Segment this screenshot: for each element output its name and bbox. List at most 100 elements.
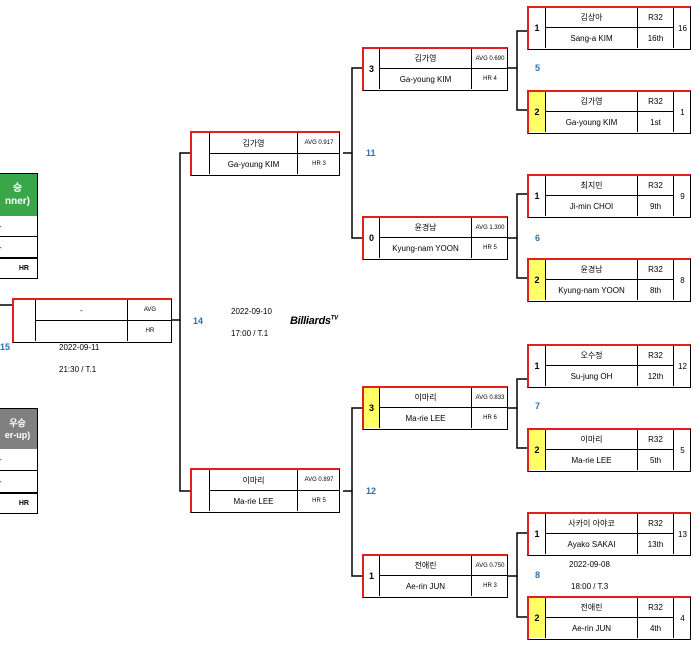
r32-round: R32	[638, 176, 674, 196]
r16-name-kr-4: 전애린	[380, 556, 472, 576]
winner-header: 승 nner)	[0, 174, 37, 216]
semi-time: 17:00 / T.1	[231, 329, 269, 338]
r32-score: 1	[529, 346, 546, 386]
qf-hr-top: HR 3	[312, 161, 326, 167]
r32-name-en: Ma-rie LEE	[546, 450, 638, 470]
r32-name-kr: 전애린	[546, 598, 638, 618]
r16-card-1: 3 김가영 AVG 0.690 Ga-young KIM HR 4	[362, 47, 508, 91]
r32-name-en: Su-jung OH	[546, 366, 638, 386]
semi-name: -	[36, 300, 128, 321]
qf-name-en-bottom: Ma-rie LEE	[210, 491, 298, 511]
runnerup-name-en: -	[0, 471, 37, 493]
r32-rank: 13th	[638, 534, 674, 554]
r16-hr-3: HR 6	[483, 415, 497, 421]
r32-rank: 4th	[638, 618, 674, 638]
winner-name-en: -	[0, 237, 37, 258]
r32-score: 1	[529, 176, 546, 216]
r16-name-kr-2: 윤경남	[380, 218, 472, 238]
r32-score: 2	[529, 260, 546, 300]
r32-name-en: Ayako SAKAI	[546, 534, 638, 554]
winner-hr: HR	[0, 258, 37, 278]
r32-seed: 1	[680, 107, 685, 117]
r32-score: 1	[529, 8, 546, 48]
r32-round: R32	[638, 8, 674, 28]
r16-hr-4: HR 3	[483, 583, 497, 589]
r32-name-en: Kyung-nam YOON	[546, 280, 638, 300]
qf-match-number-bottom: 12	[366, 486, 377, 496]
r32-name-kr: 김상아	[546, 8, 638, 28]
runnerup-title-kr: 우승	[9, 418, 26, 428]
runnerup-header: 우승 er-up)	[0, 409, 37, 449]
final-match-number: 15	[0, 342, 11, 352]
r32-match-number-7: 7	[535, 401, 541, 411]
r32-name-en: Ae-rin JUN	[546, 618, 638, 638]
final-time: 21:30 / T.1	[59, 365, 97, 374]
winner-name-kr: -	[0, 216, 37, 237]
r16-score-1: 3	[364, 49, 380, 89]
r32-seed: 5	[680, 445, 685, 455]
r32-round: R32	[638, 514, 674, 534]
r32-seed: 16	[678, 23, 687, 33]
r16-avg-1: AVG 0.690	[472, 49, 508, 69]
r32-match-number-6: 6	[535, 233, 541, 243]
r16-avg-2: AVG 1.300	[472, 218, 508, 238]
r16-hr-2: HR 5	[483, 245, 497, 251]
r16-name-kr-3: 이마리	[380, 388, 472, 408]
r16-avg-4: AVG 0.750	[472, 556, 508, 576]
r16-avg-3: AVG 0.833	[472, 388, 508, 408]
r16-name-kr-1: 김가영	[380, 49, 472, 69]
r16-name-en-3: Ma-rie LEE	[380, 408, 472, 428]
r16-hr-1: HR 4	[483, 76, 497, 82]
r32-rank: 5th	[638, 450, 674, 470]
qf-avg-top: AVG 0.917	[298, 133, 340, 154]
semi-hr: HR	[145, 328, 155, 334]
qf-name-en-top: Ga-young KIM	[210, 154, 298, 174]
r32-name-kr: 김가영	[546, 92, 638, 112]
winner-title-en: nner)	[5, 196, 30, 207]
qf-name-kr-top: 김가영	[210, 133, 298, 154]
semi-avg: AVG	[128, 300, 172, 321]
r32-name-kr: 윤경남	[546, 260, 638, 280]
r32-name-en: Sang-a KIM	[546, 28, 638, 48]
r32-score: 2	[529, 92, 546, 132]
r32-round: R32	[638, 92, 674, 112]
qf-card-top: 김가영 AVG 0.917 Ga-young KIM HR 3	[190, 131, 340, 176]
qf-score-top	[192, 133, 210, 174]
r32-round: R32	[638, 346, 674, 366]
r32-rank: 8th	[638, 280, 674, 300]
r32-seed: 12	[678, 361, 687, 371]
runnerup-title-en: er-up)	[4, 430, 31, 440]
final-date: 2022-09-11	[59, 343, 100, 352]
qf-hr-bottom: HR 5	[312, 498, 326, 504]
r32-rank: 1st	[638, 112, 674, 132]
qf-card-bottom: 이마리 AVG 0.897 Ma-rie LEE HR 5	[190, 468, 340, 513]
r16-card-2: 0 윤경남 AVG 1.300 Kyung-nam YOON HR 5	[362, 216, 508, 260]
qf-match-number-top: 11	[366, 148, 376, 158]
r16-name-en-2: Kyung-nam YOON	[380, 238, 472, 258]
r32-match-8-time: 18:00 / T.3	[571, 582, 609, 591]
r32-round: R32	[638, 260, 674, 280]
logo-text: Billiards	[290, 315, 331, 327]
billiards-tv-logo: BilliardsTV	[290, 315, 338, 327]
r32-score: 1	[529, 514, 546, 554]
r32-seed: 4	[680, 613, 685, 623]
r32-round: R32	[638, 430, 674, 450]
r32-match-number-8: 8	[535, 570, 541, 580]
qf-name-kr-bottom: 이마리	[210, 470, 298, 491]
r32-name-en: Ga-young KIM	[546, 112, 638, 132]
r32-round: R32	[638, 598, 674, 618]
r32-name-kr: 이마리	[546, 430, 638, 450]
runnerup-name-kr: -	[0, 449, 37, 471]
r16-score-3: 3	[364, 388, 380, 428]
winner-title-kr: 승	[12, 183, 23, 194]
semi-name-en	[36, 321, 128, 341]
r32-name-kr: 오수정	[546, 346, 638, 366]
qf-avg-bottom: AVG 0.897	[298, 470, 340, 491]
